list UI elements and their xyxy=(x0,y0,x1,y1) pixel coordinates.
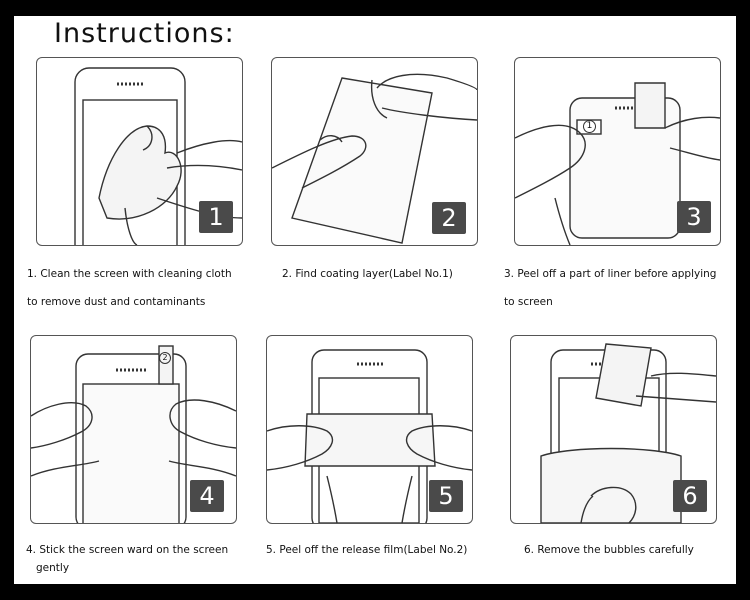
page-title: Instructions: xyxy=(54,18,235,49)
stick-protector-drawing xyxy=(31,345,236,523)
step-1-caption-line1: 1. Clean the screen with cleaning cloth xyxy=(27,268,232,280)
step-3-caption-line2: to screen xyxy=(504,296,553,308)
step-1-badge: 1 xyxy=(199,201,233,233)
step-3-caption-line1: 3. Peel off a part of liner before apply… xyxy=(504,268,717,280)
step-3-badge: 3 xyxy=(677,201,711,233)
step-2-illustration: 2 xyxy=(271,57,478,246)
step-1-caption-line2: to remove dust and contaminants xyxy=(27,296,206,308)
step-2-badge: 2 xyxy=(432,202,466,234)
step-2-caption-line1: 2. Find coating layer(Label No.1) xyxy=(282,268,453,280)
instruction-sheet: Instructions: 1 2 xyxy=(14,16,736,584)
step-1-illustration: 1 xyxy=(36,57,243,246)
step-4-badge: 4 xyxy=(190,480,224,512)
remove-bubbles-drawing xyxy=(540,343,716,523)
step-4-illustration: 2 4 xyxy=(30,335,237,524)
film-tab-marker: 2 xyxy=(159,352,171,364)
step-6-illustration: 6 xyxy=(510,335,717,524)
step-4-caption-line1: 4. Stick the screen ward on the screen xyxy=(26,544,229,556)
step-6-badge: 6 xyxy=(673,480,707,512)
film-layer-drawing xyxy=(272,73,477,244)
step-5-badge: 5 xyxy=(429,480,463,512)
liner-tab-marker: 1 xyxy=(583,120,596,133)
step-6-caption-line1: 6. Remove the bubbles carefully xyxy=(524,544,694,556)
step-4-caption-line2: gently xyxy=(36,562,70,574)
release-film-drawing xyxy=(267,349,472,523)
step-3-illustration: 1 3 xyxy=(514,57,721,246)
phone-cleaning-drawing xyxy=(74,67,242,245)
step-5-illustration: 5 xyxy=(266,335,473,524)
step-5-caption-line1: 5. Peel off the release film(Label No.2) xyxy=(266,544,468,556)
